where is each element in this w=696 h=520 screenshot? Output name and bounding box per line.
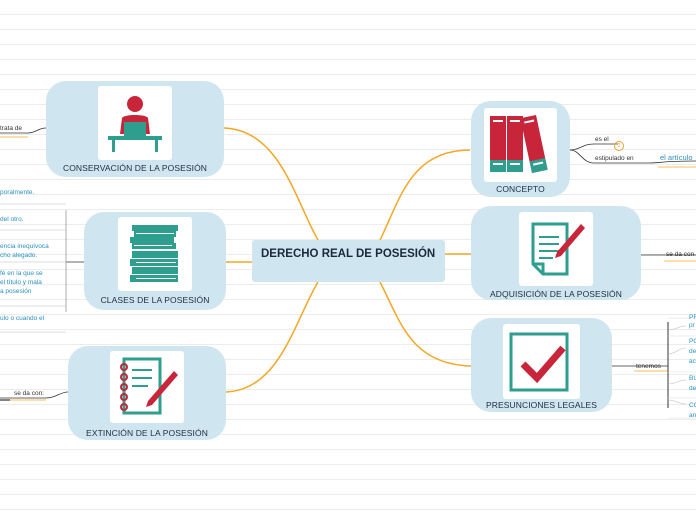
fragment-right[interactable]: CO: [689, 402, 696, 409]
branch-se-da-con-2: [0, 391, 69, 399]
node-conservacion[interactable]: CONSERVACIÓN DE LA POSESIÓN: [46, 81, 224, 177]
fragment-right[interactable]: an: [689, 412, 696, 419]
fragment-right[interactable]: de: [689, 385, 696, 392]
icon-box-extincion: [110, 351, 184, 423]
label-se-da-con: se da con: [666, 251, 695, 258]
label-estipulado-en: estipulado en: [595, 155, 634, 162]
branch-trata-de: [0, 127, 47, 134]
icon-box-concepto: [484, 108, 557, 182]
node-label-extincion: EXTINCIÓN DE LA POSESIÓN: [86, 428, 208, 438]
node-label-concepto: CONCEPTO: [496, 184, 545, 194]
fragment-right[interactable]: de: [689, 348, 696, 355]
fragment-left[interactable]: ulo o cuando el: [0, 315, 45, 322]
fragment-left[interactable]: fé en la que se: [0, 270, 43, 277]
node-label-adquisicion: ADQUISICIÓN DE LA POSESIÓN: [489, 289, 623, 299]
books-icon: [490, 114, 548, 174]
node-extincion[interactable]: EXTINCIÓN DE LA POSESIÓN: [68, 346, 226, 440]
node-concepto[interactable]: CONCEPTO: [471, 101, 570, 197]
fragment-left[interactable]: poralmente.: [0, 189, 35, 196]
icon-box-clases: [118, 217, 192, 291]
branch-es-el: [569, 143, 618, 151]
connector-extincion: [225, 281, 319, 393]
fragment-left[interactable]: a posesión: [0, 288, 32, 295]
person-at-desk-icon: [108, 96, 162, 152]
icon-box-presunciones: [503, 324, 580, 399]
connector-conservacion: [223, 127, 319, 241]
fragment-right[interactable]: PR: [689, 314, 696, 321]
branch-estipulado: [569, 149, 696, 164]
node-label-conservacion: CONSERVACIÓN DE LA POSESIÓN: [62, 163, 208, 173]
node-adquisicion[interactable]: ADQUISICIÓN DE LA POSESIÓN: [471, 206, 641, 300]
icon-box-adquisicion: [519, 212, 593, 286]
book-stack-icon: [130, 225, 178, 282]
connector-concepto: [379, 149, 471, 241]
label-tenemos: tenemos: [636, 363, 661, 370]
fragment-left[interactable]: encia inequívoca: [0, 243, 49, 250]
document-pen-icon: [531, 222, 585, 276]
badge-count[interactable]: 2: [614, 141, 624, 151]
node-label-clases: CLASES DE LA POSESIÓN: [100, 295, 210, 305]
notepad-icon: [120, 357, 178, 415]
fragment-right[interactable]: PO: [689, 338, 696, 345]
label-es-el: es el: [595, 136, 609, 143]
icon-box-conservacion: [98, 86, 172, 160]
label-se-da-con-2: se da con:: [14, 390, 44, 397]
label-el-articulo[interactable]: el artículo: [660, 153, 693, 162]
fragment-right[interactable]: BU: [689, 375, 696, 382]
fragment-right[interactable]: ac: [689, 358, 696, 365]
fragment-left[interactable]: del otro.: [0, 216, 24, 223]
connector-presunciones: [379, 281, 473, 367]
fragment-left[interactable]: el título y mala: [0, 279, 42, 286]
node-presunciones[interactable]: PRESUNCIONES LEGALES: [471, 318, 612, 412]
central-topic[interactable]: DERECHO REAL DE POSESIÓN: [252, 240, 445, 282]
checkbox-icon: [509, 332, 569, 392]
node-clases[interactable]: CLASES DE LA POSESIÓN: [84, 212, 226, 310]
fragment-right[interactable]: pr: [689, 322, 695, 329]
fragment-left[interactable]: cho alegado.: [0, 252, 38, 259]
node-label-presunciones: PRESUNCIONES LEGALES: [485, 400, 598, 410]
central-title: DERECHO REAL DE POSESIÓN: [261, 248, 436, 260]
label-trata-de: trata de: [0, 125, 23, 132]
